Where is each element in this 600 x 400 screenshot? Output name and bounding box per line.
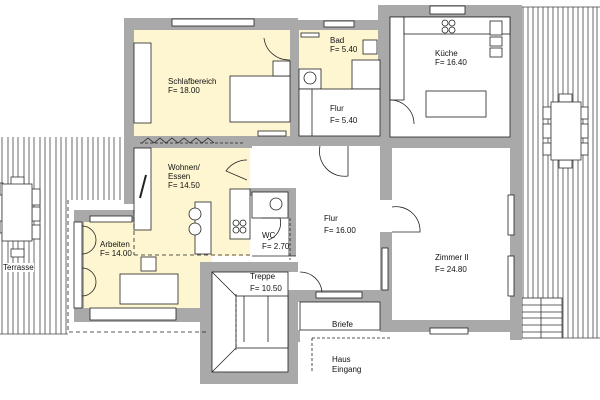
- room-name: Arbeiten: [100, 240, 130, 249]
- bed: [229, 75, 291, 123]
- room-name-2: Essen: [168, 172, 191, 181]
- room-label-bad: Bad F= 5.40: [330, 36, 357, 54]
- room-name: Zimmer II: [435, 253, 469, 262]
- room-name: Bad: [330, 36, 345, 45]
- room-area: F= 16.40: [435, 58, 467, 67]
- room-label-wc: WC F= 2.70: [262, 230, 289, 252]
- room-name: Haus: [332, 355, 351, 364]
- room-name: Wohnen/: [168, 163, 200, 172]
- room-label-flur-oben: Flur F= 5.40: [330, 103, 357, 127]
- room-name: Briefe: [332, 320, 353, 329]
- room-label-arbeiten: Arbeiten F= 14.00: [100, 240, 132, 258]
- room-label-flur: Flur F= 16.00: [324, 213, 356, 237]
- room-name: WC: [262, 231, 276, 240]
- room-area: F= 14.00: [100, 249, 132, 258]
- terrace-label-left: Terrasse: [3, 263, 34, 272]
- room-area: F= 16.00: [324, 226, 356, 235]
- room-area: F= 2.70: [262, 242, 290, 251]
- room-name: Flur: [324, 214, 338, 223]
- fixtures: [67, 5, 515, 373]
- room-area: F= 24.80: [435, 265, 467, 274]
- terrace-label-text: Terrasse: [3, 263, 34, 272]
- room-area: F= 5.40: [330, 45, 358, 54]
- terrace-stairs-right: [521, 297, 563, 339]
- room-area: F= 10.50: [250, 284, 282, 293]
- room-name: Flur: [330, 104, 344, 113]
- room-label-wohnen-essen: Wohnen/ Essen F= 14.50: [168, 163, 200, 190]
- terrace-table-left: [0, 176, 41, 258]
- window-top-schlaf: [171, 18, 255, 27]
- room-label-kueche: Küche F= 16.40: [435, 49, 467, 67]
- room-name: Treppe: [250, 272, 276, 281]
- room-label-zimmer-ii: Zimmer II F= 24.80: [435, 252, 469, 276]
- room-label-briefe: Briefe: [332, 320, 353, 329]
- room-area: F= 14.50: [168, 181, 200, 190]
- room-area: F= 5.40: [330, 116, 358, 125]
- room-label-schlafbereich: Schlafbereich F= 18.00: [168, 77, 216, 95]
- room-area: F= 18.00: [168, 86, 200, 95]
- room-name: Küche: [435, 49, 458, 58]
- room-label-treppe: Treppe F= 10.50: [250, 271, 282, 295]
- room-name-2: Eingang: [332, 365, 362, 374]
- terrace-right: [521, 6, 600, 339]
- room-name: Schlafbereich: [168, 77, 217, 86]
- wardrobe: [133, 42, 152, 124]
- room-label-haus-eingang: Haus Eingang: [332, 355, 361, 375]
- terrace-table-right: [542, 93, 589, 169]
